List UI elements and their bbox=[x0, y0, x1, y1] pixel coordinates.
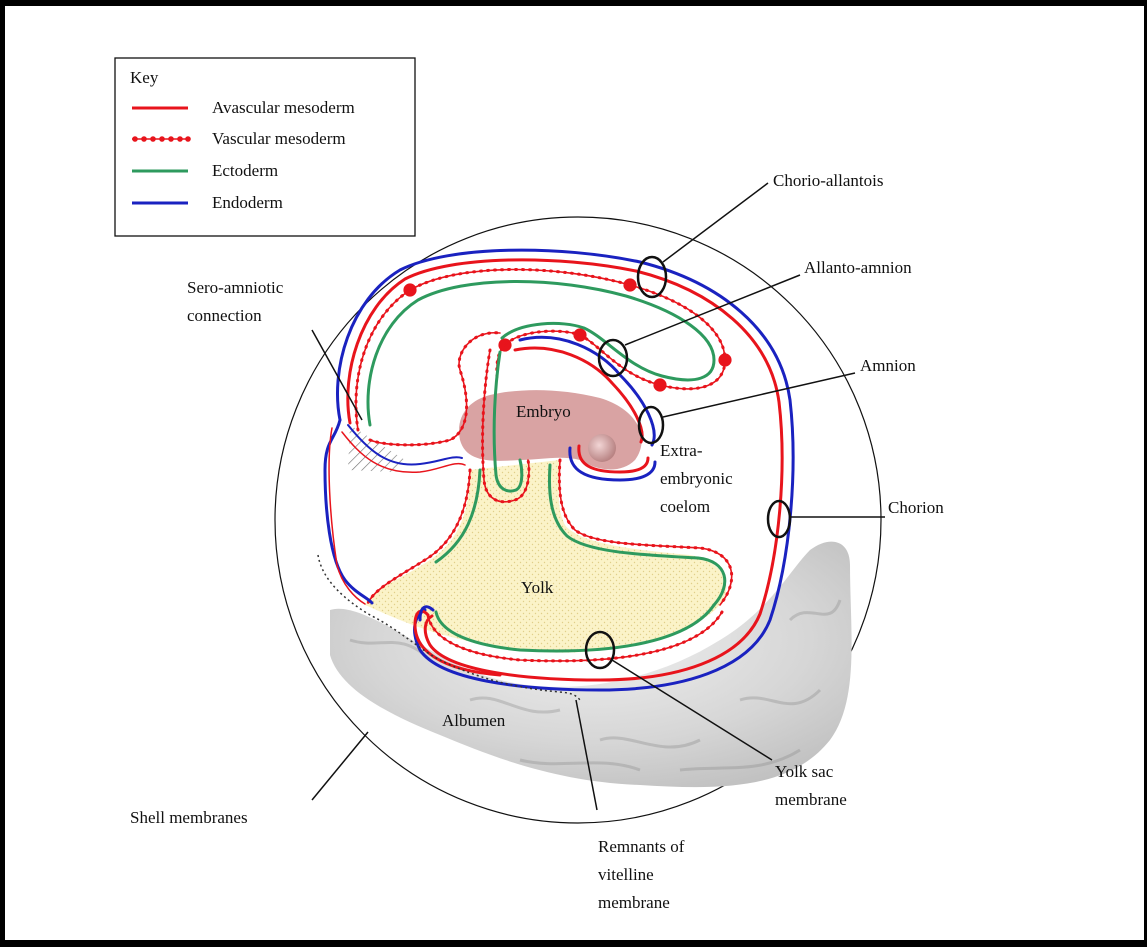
label-embryo: Embryo bbox=[516, 402, 571, 421]
label-amnion: Amnion bbox=[860, 356, 916, 375]
label-extra-2: embryonic bbox=[660, 469, 733, 488]
embryo-head bbox=[588, 434, 616, 462]
label-yolk: Yolk bbox=[521, 578, 554, 597]
label-extra-1: Extra- bbox=[660, 441, 703, 460]
label-extra-3: coelom bbox=[660, 497, 710, 516]
key-label-ectoderm: Ectoderm bbox=[212, 161, 278, 180]
label-allanto-amnion: Allanto-amnion bbox=[804, 258, 912, 277]
label-albumen: Albumen bbox=[442, 711, 506, 730]
label-remnants-2: vitelline bbox=[598, 865, 654, 884]
label-remnants-3: membrane bbox=[598, 893, 670, 912]
label-chorio-allantois: Chorio-allantois bbox=[773, 171, 883, 190]
label-yolk-sac-1: Yolk sac bbox=[775, 762, 834, 781]
label-yolk-sac-2: membrane bbox=[775, 790, 847, 809]
label-chorion: Chorion bbox=[888, 498, 944, 517]
key-label-vascular: Vascular mesoderm bbox=[212, 129, 346, 148]
label-shell-membranes: Shell membranes bbox=[130, 808, 248, 827]
key-label-avascular: Avascular mesoderm bbox=[212, 98, 355, 117]
label-remnants-1: Remnants of bbox=[598, 837, 685, 856]
key-label-endoderm: Endoderm bbox=[212, 193, 283, 212]
ring-amnion bbox=[639, 407, 663, 443]
label-sero-amniotic-1: Sero-amniotic bbox=[187, 278, 284, 297]
key-title: Key bbox=[130, 68, 159, 87]
label-sero-amniotic-2: connection bbox=[187, 306, 262, 325]
key-legend: Key Avascular mesoderm Vascular mesoderm… bbox=[115, 58, 415, 236]
